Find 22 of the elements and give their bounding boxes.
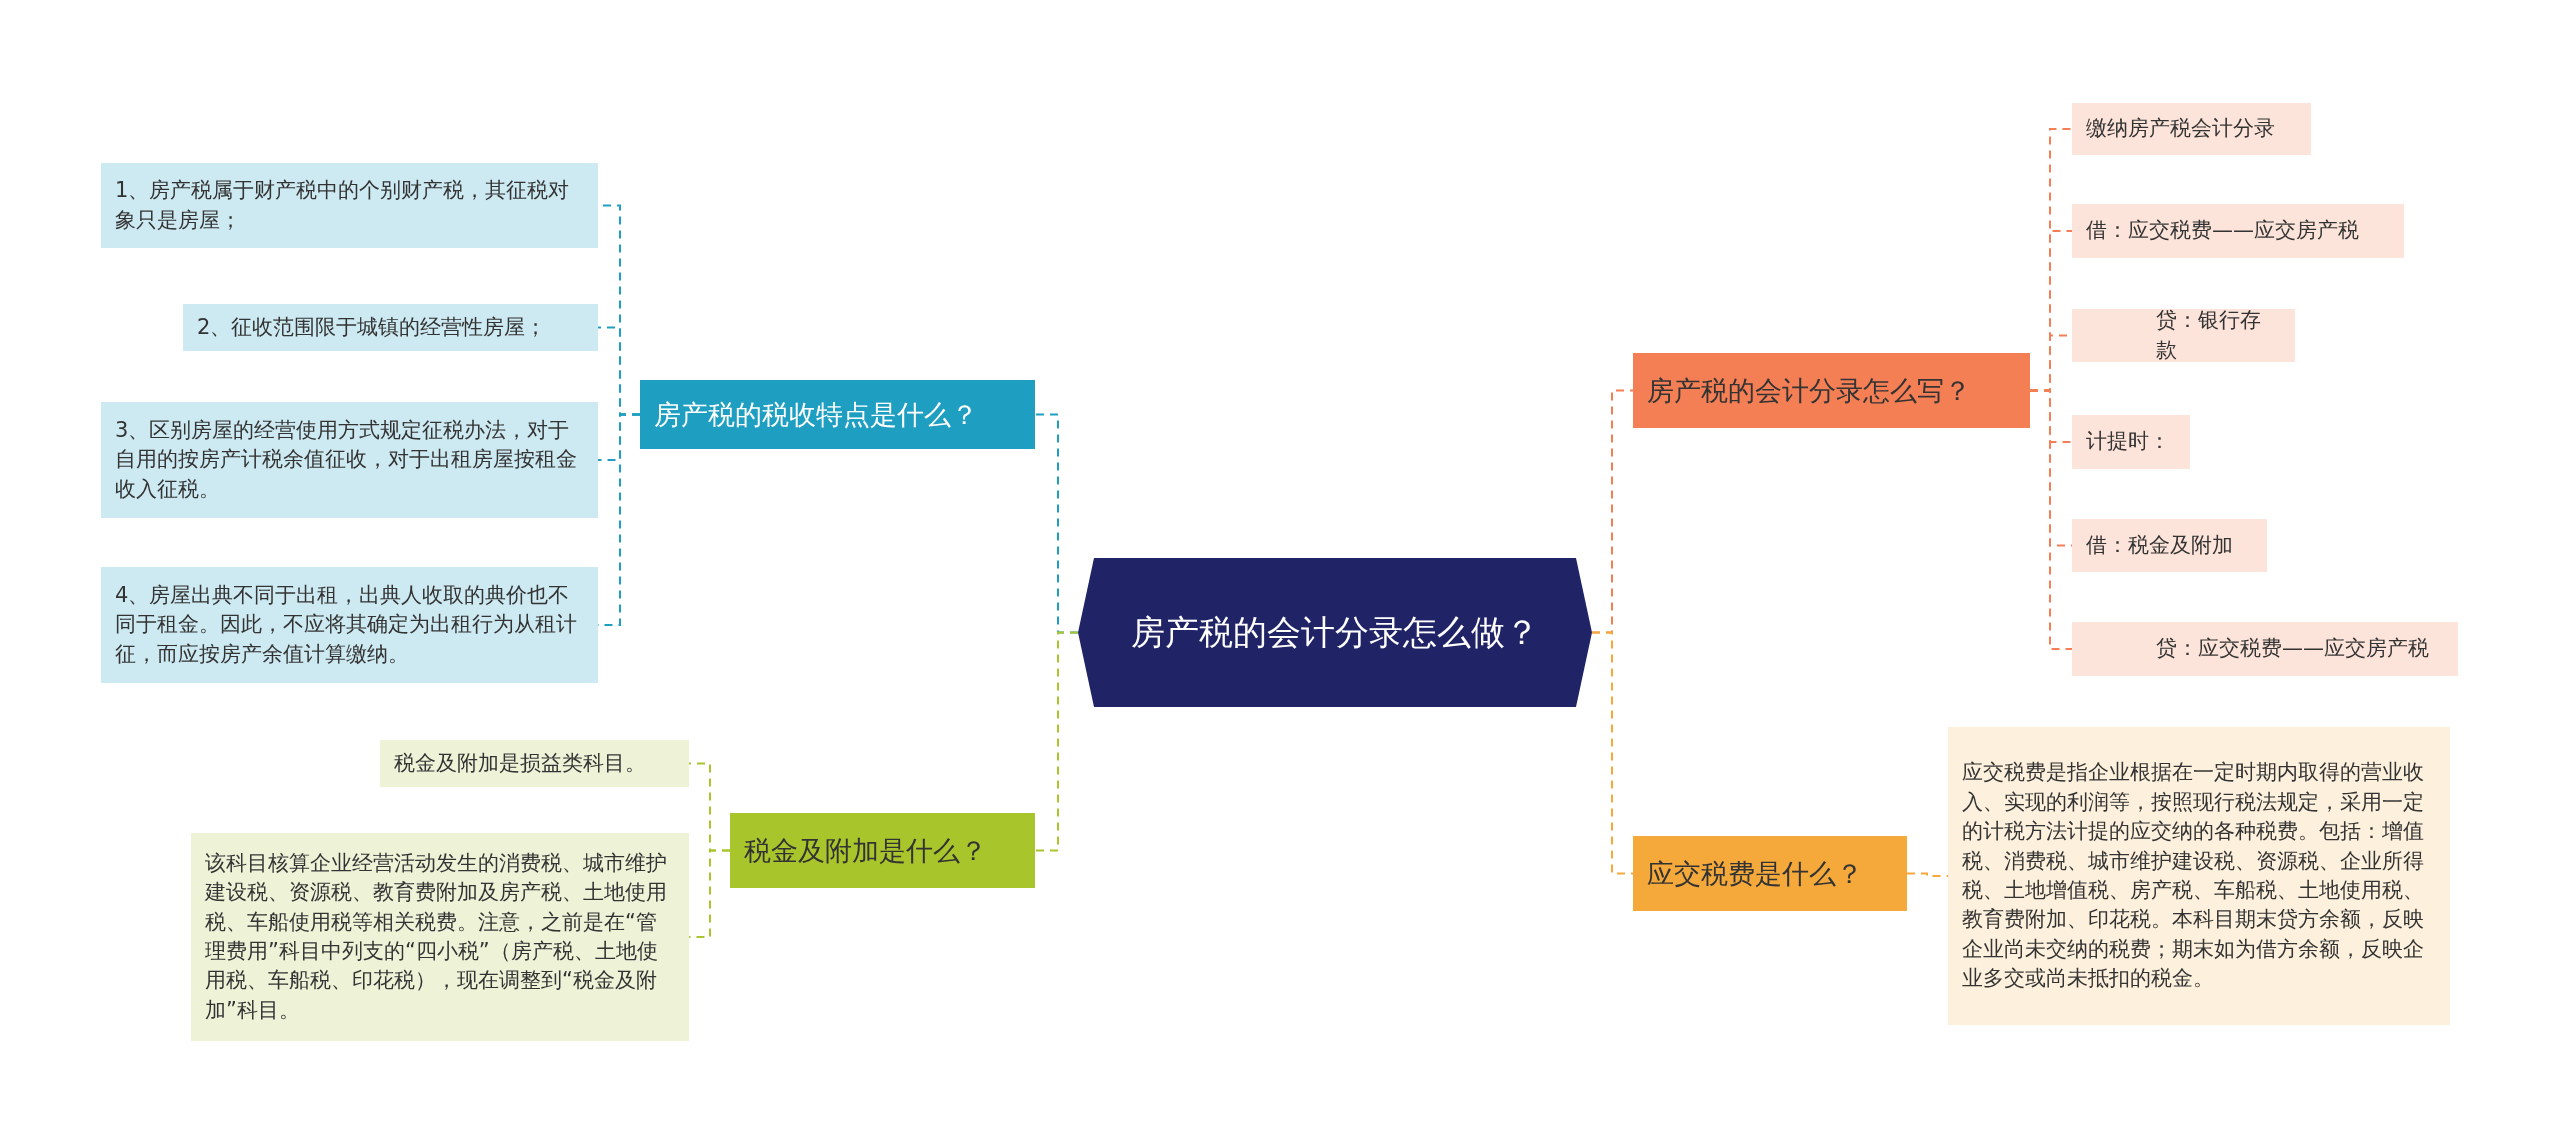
topic-box: 房产税的会计分录怎么写？ <box>1633 353 2030 428</box>
note-box: 4、房屋出典不同于出租，出典人收取的典价也不同于租金。因此，不应将其确定为出租行为从租计征，而应按房产余值计算缴纳。 <box>101 567 598 683</box>
connector-line <box>1906 872 1949 877</box>
topic-box: 房产税的税收特点是什么？ <box>640 380 1035 449</box>
topic-box: 税金及附加是什么？ <box>730 813 1035 888</box>
note-box: 计提时： <box>2072 415 2190 469</box>
note-box: 缴纳房产税会计分录 <box>2072 103 2311 155</box>
note-box: 借：税金及附加 <box>2072 519 2267 572</box>
note-box: 借：应交税费——应交房产税 <box>2072 204 2404 258</box>
note-box: 3、区别房屋的经营使用方式规定征税办法，对于自用的按房产计税余值征收，对于出租房屋按租金收入征税。 <box>101 402 598 518</box>
topic-box: 应交税费是什么？ <box>1633 836 1907 911</box>
connector-line <box>1034 631 1079 852</box>
connector-line <box>2029 389 2073 650</box>
central-topic-text: 房产税的会计分录怎么做？ <box>1130 611 1540 655</box>
note-box: 2、征收范围限于城镇的经营性房屋； <box>183 304 598 351</box>
connector-line <box>1591 631 1634 875</box>
note-box: 该科目核算企业经营活动发生的消费税、城市维护建设税、资源税、教育费附加及房产税、土地使用税、车船使用税等相关税费。注意，之前是在“管理费用”科目中列支的“四小税”（房产税、土地使用税、车船税、印花税），现在调整到“税金及附加”科目。 <box>191 833 689 1041</box>
note-box: 1、房产税属于财产税中的个别财产税，其征税对象只是房屋； <box>101 163 598 248</box>
note-box: 贷：银行存款 <box>2072 309 2295 362</box>
note-box: 应交税费是指企业根据在一定时期内取得的营业收入、实现的利润等，按照现行税法规定，采用一定的计税方法计提的应交纳的各种税费。包括：增值税、消费税、城市维护建设税、资源税、企业所得税、土地增值税、房产税、车船税、土地使用税、教育费附加、印花税。本科目期末贷方余额，反映企业尚未交纳的税费；期末如为借方余额，反映企业多交或尚未抵扣的税金。 <box>1948 727 2450 1025</box>
note-box: 贷：应交税费——应交房产税 <box>2072 622 2458 676</box>
note-box: 税金及附加是损益类科目。 <box>380 740 689 787</box>
